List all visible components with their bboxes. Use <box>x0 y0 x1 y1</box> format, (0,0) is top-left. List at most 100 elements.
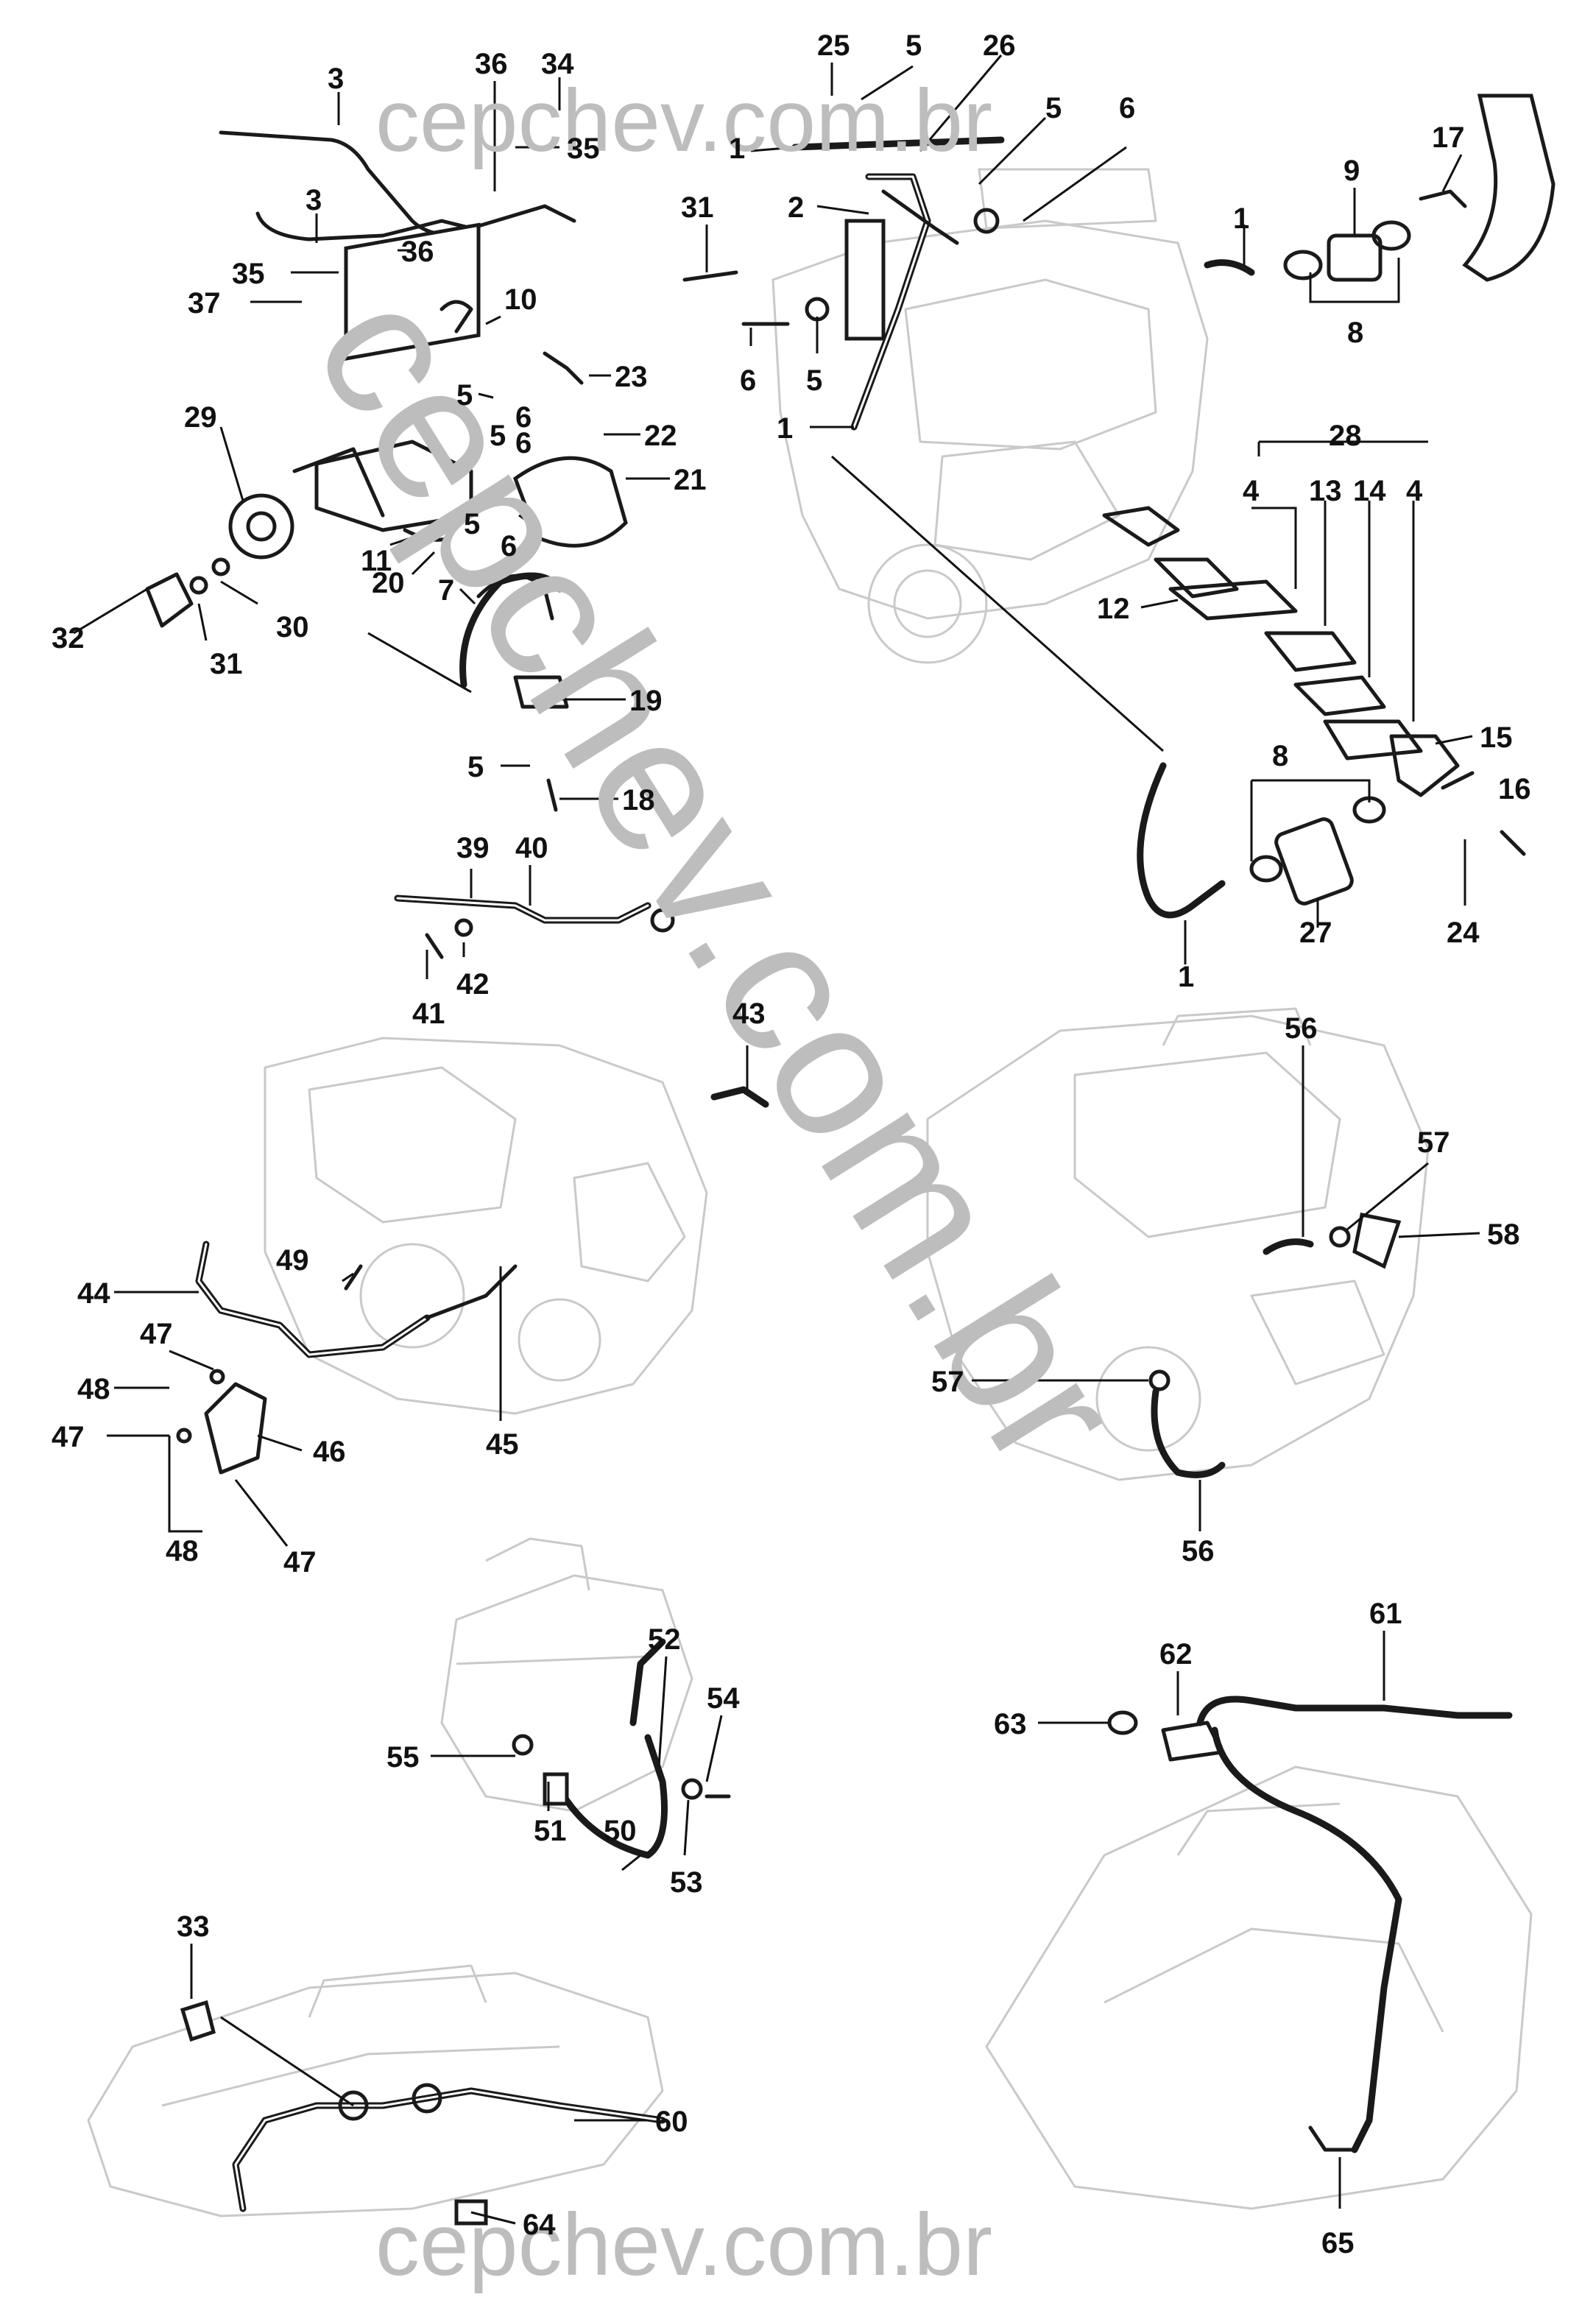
watermark-diagonal: cepchev.com.br <box>274 255 1164 1502</box>
callout-c28: 28 <box>1329 420 1362 452</box>
watermark-top: cepchev.com.br <box>375 71 992 170</box>
callout-c46: 46 <box>313 1436 346 1468</box>
leader-lines <box>73 54 1480 2225</box>
callout-c47c: 47 <box>283 1546 317 1578</box>
chassis-line-assembly <box>180 2000 666 2226</box>
callout-c8a: 8 <box>1347 317 1363 349</box>
callout-c31b: 31 <box>681 191 714 224</box>
callout-c45: 45 <box>486 1428 519 1461</box>
callout-c23: 23 <box>615 361 648 393</box>
callout-c19: 19 <box>629 685 663 717</box>
callout-c22: 22 <box>644 420 677 452</box>
callout-c17: 17 <box>1432 121 1465 154</box>
coolant-pipe-assembly <box>682 93 1556 919</box>
callout-c31a: 31 <box>210 648 243 680</box>
callout-c64: 64 <box>523 2209 556 2241</box>
callout-c39: 39 <box>456 832 490 864</box>
callout-c29: 29 <box>184 401 217 434</box>
callout-c36a: 36 <box>475 48 508 80</box>
callout-c3b: 3 <box>306 184 322 216</box>
callout-c41: 41 <box>412 998 445 1030</box>
engine-outline-left-middle <box>264 1037 708 1415</box>
callout-c56a: 56 <box>1285 1012 1318 1045</box>
callout-c11: 11 <box>361 545 392 577</box>
callout-c5b: 5 <box>490 420 506 452</box>
engine-outline-center-bottom <box>440 1537 693 1813</box>
callout-c6a: 6 <box>515 401 532 434</box>
callout-c1c: 1 <box>1233 202 1249 235</box>
callout-c18: 18 <box>622 784 655 816</box>
callout-c51: 51 <box>534 1815 567 1847</box>
callout-c58: 58 <box>1487 1218 1520 1251</box>
callout-c33: 33 <box>177 1910 210 1943</box>
callout-c6e: 6 <box>740 364 756 397</box>
callout-c10: 10 <box>504 283 537 316</box>
chassis-outline-bottom-left <box>87 1964 664 2217</box>
callout-c6b: 6 <box>515 427 532 459</box>
callout-c5c: 5 <box>464 508 480 540</box>
callout-c8b: 8 <box>1272 740 1288 772</box>
callout-c43: 43 <box>732 998 766 1030</box>
breather-hose-assembly <box>1148 1213 1402 1478</box>
callout-c9: 9 <box>1343 155 1360 187</box>
watermark-bottom: cepchev.com.br <box>375 2195 992 2294</box>
callout-c15: 15 <box>1480 721 1513 754</box>
callout-c35b: 35 <box>232 258 265 290</box>
callout-c35a: 35 <box>567 133 600 165</box>
callout-c62: 62 <box>1159 1638 1193 1670</box>
callout-c48a: 48 <box>77 1373 110 1405</box>
callout-c5a: 5 <box>456 379 473 412</box>
callout-c40: 40 <box>515 832 548 864</box>
callout-labels: 3 36 34 35 3 35 36 37 10 23 5 6 22 29 5 … <box>52 29 1531 2259</box>
air-compressor-assembly <box>145 130 628 812</box>
callout-c57b: 57 <box>931 1366 964 1398</box>
callout-c32: 32 <box>52 622 85 654</box>
callout-c1b: 1 <box>777 412 793 445</box>
callout-c25: 25 <box>817 29 850 62</box>
oil-line-assembly <box>176 895 769 1475</box>
callout-c21: 21 <box>674 464 707 496</box>
callout-c47a: 47 <box>140 1318 173 1350</box>
callout-c37: 37 <box>188 287 221 320</box>
vent-line-assembly <box>1107 1696 1513 2153</box>
chassis-outline-bottom-right <box>985 1765 1533 2210</box>
callout-c4a: 4 <box>1243 475 1260 507</box>
callout-c12: 12 <box>1097 593 1130 625</box>
callout-c16: 16 <box>1498 773 1531 805</box>
callout-c60: 60 <box>655 2106 688 2138</box>
callout-c49: 49 <box>276 1244 309 1277</box>
callout-c30: 30 <box>276 611 309 643</box>
callout-c5e: 5 <box>905 29 922 62</box>
callout-c44: 44 <box>77 1277 110 1310</box>
callout-c20: 20 <box>372 567 405 599</box>
callout-c57a: 57 <box>1417 1126 1450 1159</box>
callout-c42: 42 <box>456 968 490 1001</box>
callout-c24: 24 <box>1447 917 1480 949</box>
callout-c63: 63 <box>994 1708 1027 1740</box>
callout-c47b: 47 <box>52 1421 85 1453</box>
callout-c5f: 5 <box>1045 92 1062 124</box>
callout-c61: 61 <box>1369 1598 1402 1630</box>
engine-outline-right-middle <box>926 1007 1430 1481</box>
callout-c65: 65 <box>1321 2227 1355 2259</box>
callout-c13: 13 <box>1309 475 1342 507</box>
callout-c26: 26 <box>983 29 1016 62</box>
callout-c7: 7 <box>438 574 454 607</box>
callout-c34: 34 <box>541 48 574 80</box>
callout-c1d: 1 <box>1178 961 1194 993</box>
callout-c50: 50 <box>604 1815 637 1847</box>
callout-c4b: 4 <box>1406 475 1423 507</box>
callout-c48b: 48 <box>166 1535 199 1567</box>
callout-c36b: 36 <box>401 236 434 268</box>
callout-c52: 52 <box>648 1623 681 1656</box>
callout-c56b: 56 <box>1182 1535 1215 1567</box>
callout-c14: 14 <box>1353 475 1386 507</box>
callout-c55: 55 <box>386 1741 420 1774</box>
callout-c2: 2 <box>788 191 804 224</box>
callout-c6d: 6 <box>1119 92 1135 124</box>
callout-c6c: 6 <box>501 530 517 562</box>
callout-c5d: 5 <box>467 751 484 783</box>
engine-outline-top-right <box>771 168 1209 664</box>
callout-c53: 53 <box>670 1866 703 1899</box>
